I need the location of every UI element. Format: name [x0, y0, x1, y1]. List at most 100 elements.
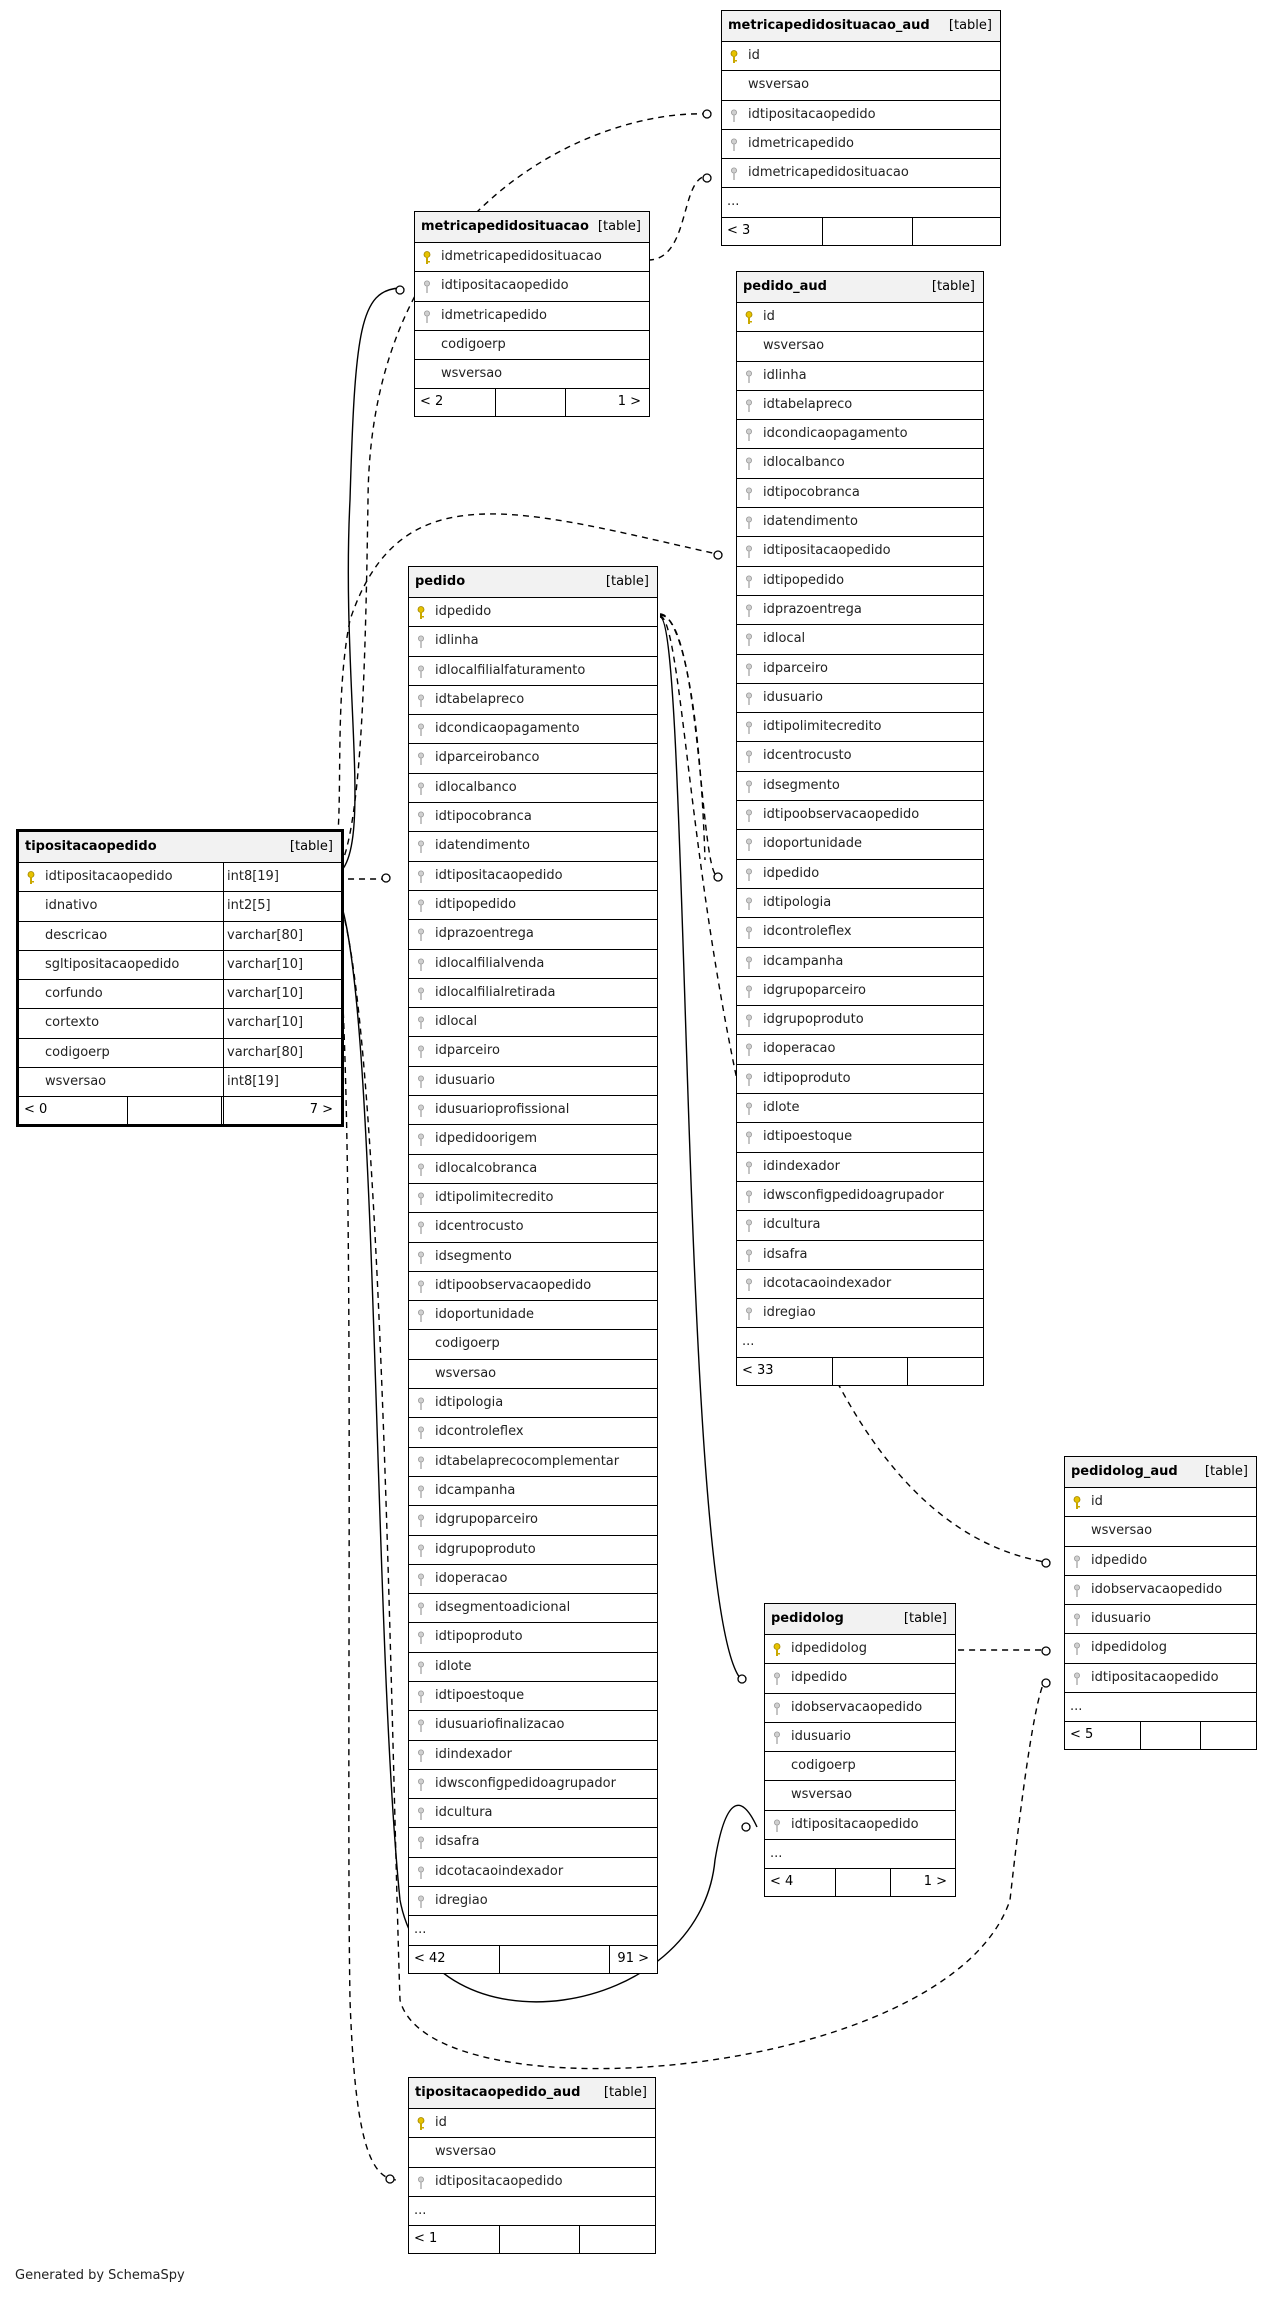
column-row[interactable]: idoperacao: [737, 1035, 983, 1065]
column-row[interactable]: idsegmento: [409, 1243, 657, 1272]
column-row[interactable]: id: [409, 2109, 655, 2139]
column-row[interactable]: id: [722, 42, 1000, 72]
column-row[interactable]: idobservacaopedido: [765, 1694, 955, 1723]
column-row[interactable]: idgrupoparceiro: [409, 1506, 657, 1536]
parent-count[interactable]: < 0: [24, 1102, 48, 1118]
column-row[interactable]: idgrupoproduto: [737, 1006, 983, 1036]
column-row[interactable]: idmetricapedidosituacao: [722, 159, 1000, 189]
parent-count[interactable]: < 3: [727, 222, 751, 238]
column-row[interactable]: idindexador: [409, 1741, 657, 1770]
column-row[interactable]: idusuarioprofissional: [409, 1096, 657, 1126]
column-row[interactable]: idtipositacaopedido: [415, 272, 649, 302]
parent-count[interactable]: < 42: [414, 1950, 446, 1966]
column-row[interactable]: codigoerp: [765, 1752, 955, 1782]
column-row[interactable]: idmetricapedidosituacao: [415, 243, 649, 273]
column-row[interactable]: wsversao: [722, 71, 1000, 101]
more-columns-row[interactable]: ...: [1065, 1693, 1256, 1723]
column-row[interactable]: wsversao: [415, 360, 649, 390]
column-row[interactable]: idparceiro: [409, 1037, 657, 1067]
parent-count[interactable]: < 5: [1070, 1727, 1094, 1743]
column-row[interactable]: idtipocobranca: [409, 803, 657, 833]
column-row[interactable]: wsversao: [409, 1360, 657, 1390]
column-row[interactable]: idlinha: [409, 627, 657, 657]
more-columns-row[interactable]: ...: [737, 1328, 983, 1358]
column-row[interactable]: idpedido: [1065, 1547, 1256, 1576]
column-row[interactable]: codigoerp: [415, 331, 649, 361]
column-row[interactable]: idoportunidade: [409, 1301, 657, 1331]
column-row[interactable]: idmetricapedido: [722, 130, 1000, 160]
parent-count[interactable]: < 4: [770, 1874, 794, 1890]
column-row[interactable]: idcontroleflex: [409, 1418, 657, 1448]
column-row[interactable]: codigoerp: [409, 1330, 657, 1360]
column-row[interactable]: idwsconfigpedidoagrupador: [737, 1182, 983, 1212]
column-row[interactable]: id: [1065, 1488, 1256, 1518]
column-row[interactable]: idtipoobservacaopedido: [737, 801, 983, 831]
column-row[interactable]: idcampanha: [737, 948, 983, 977]
column-row[interactable]: idtabelaprecocomplementar: [409, 1448, 657, 1477]
parent-count[interactable]: < 2: [420, 394, 444, 410]
column-row[interactable]: idtipoproduto: [737, 1065, 983, 1095]
column-row[interactable]: idtipolimitecredito: [409, 1184, 657, 1214]
column-row[interactable]: idoperacao: [409, 1565, 657, 1595]
column-row[interactable]: idregiao: [737, 1299, 983, 1329]
more-columns-row[interactable]: ...: [409, 1916, 657, 1946]
column-row[interactable]: idmetricapedido: [415, 302, 649, 331]
column-row[interactable]: idtipopedido: [737, 567, 983, 596]
column-row[interactable]: idtipolimitecredito: [737, 713, 983, 743]
column-row[interactable]: idlocalbanco: [737, 449, 983, 479]
column-row[interactable]: idcentrocusto: [409, 1213, 657, 1243]
column-row[interactable]: idusuario: [409, 1067, 657, 1097]
column-row[interactable]: idtipositacaopedido: [1065, 1664, 1256, 1694]
child-count[interactable]: 1 >: [617, 394, 641, 410]
column-row[interactable]: idlocalfilialretirada: [409, 979, 657, 1009]
child-count[interactable]: 1 >: [923, 1874, 947, 1890]
column-row[interactable]: idcultura: [737, 1211, 983, 1241]
child-count[interactable]: 7 >: [309, 1102, 333, 1118]
column-row[interactable]: idtipoproduto: [409, 1623, 657, 1653]
column-row[interactable]: wsversao: [409, 2138, 655, 2168]
column-row[interactable]: idpedido: [765, 1664, 955, 1694]
column-row[interactable]: idcentrocusto: [737, 742, 983, 772]
column-row[interactable]: idgrupoproduto: [409, 1536, 657, 1565]
column-row[interactable]: idtabelapreco: [409, 686, 657, 716]
column-row[interactable]: wsversao: [737, 332, 983, 362]
column-row[interactable]: idlote: [737, 1094, 983, 1124]
column-row[interactable]: idtipoestoque: [409, 1682, 657, 1712]
column-row[interactable]: idprazoentrega: [737, 596, 983, 626]
column-row[interactable]: idtipoestoque: [737, 1123, 983, 1153]
column-row[interactable]: idcampanha: [409, 1477, 657, 1507]
more-columns-row[interactable]: ...: [409, 2197, 655, 2227]
column-row[interactable]: idatendimento: [409, 832, 657, 862]
column-row[interactable]: idsafra: [409, 1828, 657, 1858]
column-row[interactable]: idcondicaopagamento: [737, 420, 983, 450]
column-row[interactable]: idtipositacaopedido: [722, 101, 1000, 130]
parent-count[interactable]: < 33: [742, 1362, 774, 1378]
column-row[interactable]: idtipositacaopedido: [409, 862, 657, 891]
column-row[interactable]: idtipositacaopedido: [737, 537, 983, 567]
column-row[interactable]: idcondicaopagamento: [409, 715, 657, 745]
column-row[interactable]: idtipologia: [737, 889, 983, 919]
column-row[interactable]: idtipoobservacaopedido: [409, 1272, 657, 1302]
table-tipositacaopedido[interactable]: tipositacaopedido[table]idtipositacaoped…: [16, 829, 344, 1128]
column-row[interactable]: idsegmento: [737, 772, 983, 802]
column-row[interactable]: idatendimento: [737, 508, 983, 538]
column-row[interactable]: idcotacaoindexador: [737, 1270, 983, 1300]
column-row[interactable]: idsafra: [737, 1241, 983, 1270]
column-row[interactable]: idpedidoorigem: [409, 1125, 657, 1155]
column-row[interactable]: idusuario: [765, 1723, 955, 1753]
column-row[interactable]: idregiao: [409, 1887, 657, 1917]
column-row[interactable]: idtipositacaopedido: [765, 1811, 955, 1841]
column-row[interactable]: idlocalbanco: [409, 774, 657, 804]
column-row[interactable]: idlocalcobranca: [409, 1155, 657, 1184]
column-row[interactable]: idcontroleflex: [737, 918, 983, 948]
column-row[interactable]: idindexador: [737, 1153, 983, 1182]
